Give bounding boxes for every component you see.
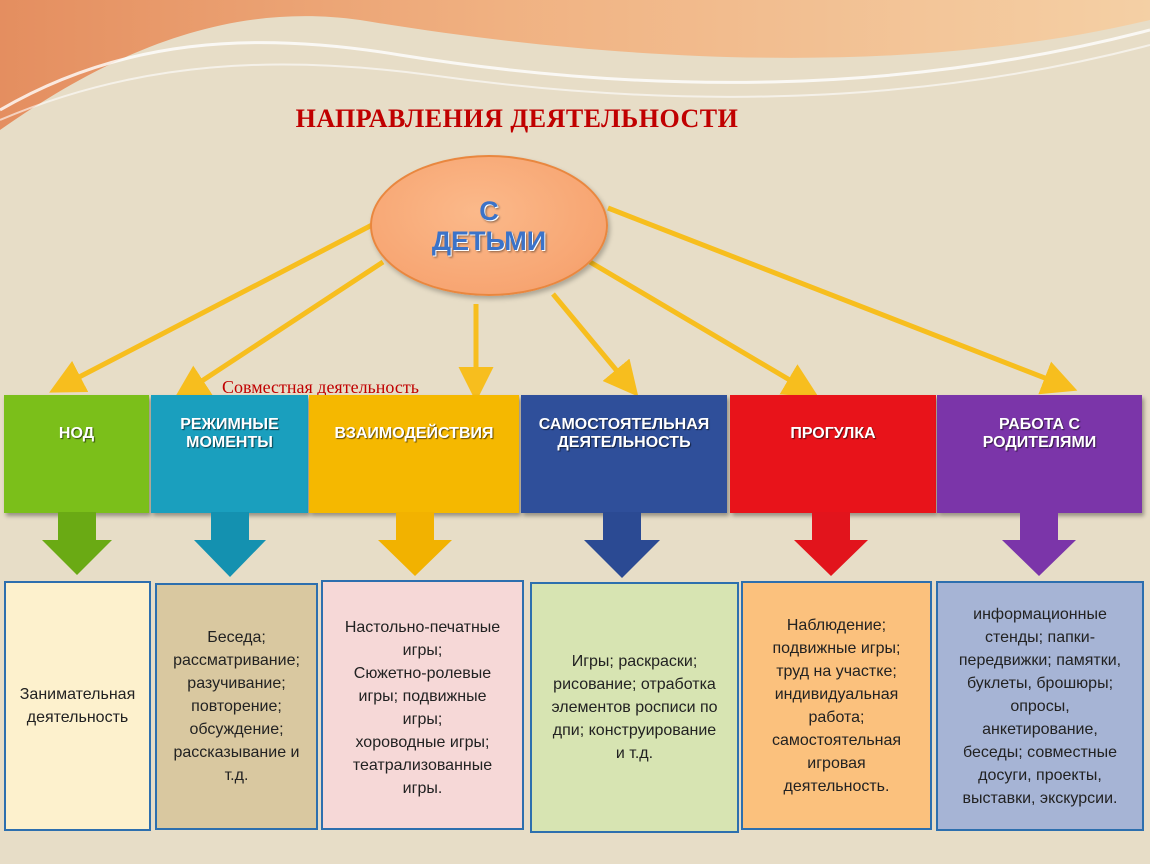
down-arrow-walk xyxy=(794,512,868,576)
center-label-line2: ДЕТЬМИ xyxy=(431,225,547,256)
down-arrow-independent xyxy=(584,512,660,578)
down-arrow-interactions xyxy=(378,512,452,576)
joint-activity-label: Совместная деятельность xyxy=(222,377,419,397)
detail-routine-moments: Беседа; рассматривание; разучивание; пов… xyxy=(155,583,318,830)
category-label: САМОСТОЯТЕЛЬНАЯ ДЕЯТЕЛЬНОСТЬ xyxy=(538,416,710,451)
down-arrow-routine xyxy=(194,512,266,577)
arrow-to-walk xyxy=(588,259,819,398)
arrow-to-parents xyxy=(607,205,1078,395)
center-node: С ДЕТЬМИ xyxy=(370,155,608,296)
arrow-to-nod xyxy=(49,222,374,393)
category-walk: ПРОГУЛКА xyxy=(730,395,936,513)
detail-nod: Занимательная деятельность xyxy=(4,581,151,831)
down-arrow-parents xyxy=(1002,512,1076,576)
category-work-with-parents: РАБОТА С РОДИТЕЛЯМИ xyxy=(937,395,1142,513)
category-label: ВЗАИМОДЕЙСТВИЯ xyxy=(334,425,494,442)
detail-interactions: Настольно-печатные игры; Сюжетно-ролевые… xyxy=(321,580,524,830)
arrow-to-independent xyxy=(551,292,639,397)
detail-walk: Наблюдение; подвижные игры; труд на учас… xyxy=(741,581,932,830)
category-interactions: ВЗАИМОДЕЙСТВИЯ xyxy=(309,395,519,513)
detail-independent-activity: Игры; раскраски; рисование; отработка эл… xyxy=(530,582,739,833)
category-label: РАБОТА С РОДИТЕЛЯМИ xyxy=(982,416,1097,451)
category-routine-moments: РЕЖИМНЫЕ МОМЕНТЫ xyxy=(151,395,308,513)
page-title: НАПРАВЛЕНИЯ ДЕЯТЕЛЬНОСТИ xyxy=(295,104,739,133)
category-nod: НОД xyxy=(4,395,149,513)
arrow-to-routine xyxy=(173,259,385,400)
detail-text: Наблюдение; подвижные игры; труд на учас… xyxy=(771,616,902,795)
detail-text: Настольно-печатные игры; Сюжетно-ролевые… xyxy=(344,619,501,797)
center-label-line1: С xyxy=(479,195,499,226)
category-label: НОД xyxy=(58,425,95,442)
detail-text: Беседа; рассматривание; разучивание; пов… xyxy=(173,629,300,784)
category-label: РЕЖИМНЫЕ МОМЕНТЫ xyxy=(180,416,279,451)
category-independent-activity: САМОСТОЯТЕЛЬНАЯ ДЕЯТЕЛЬНОСТЬ xyxy=(521,395,727,513)
detail-text: Занимательная деятельность xyxy=(19,686,136,726)
down-arrow-nod xyxy=(42,512,112,575)
detail-work-with-parents: информационные стенды; папки- передвижки… xyxy=(936,581,1144,831)
detail-text: Игры; раскраски; рисование; отработка эл… xyxy=(551,653,718,762)
category-label: ПРОГУЛКА xyxy=(790,425,876,442)
detail-text: информационные стенды; папки- передвижки… xyxy=(958,605,1122,807)
